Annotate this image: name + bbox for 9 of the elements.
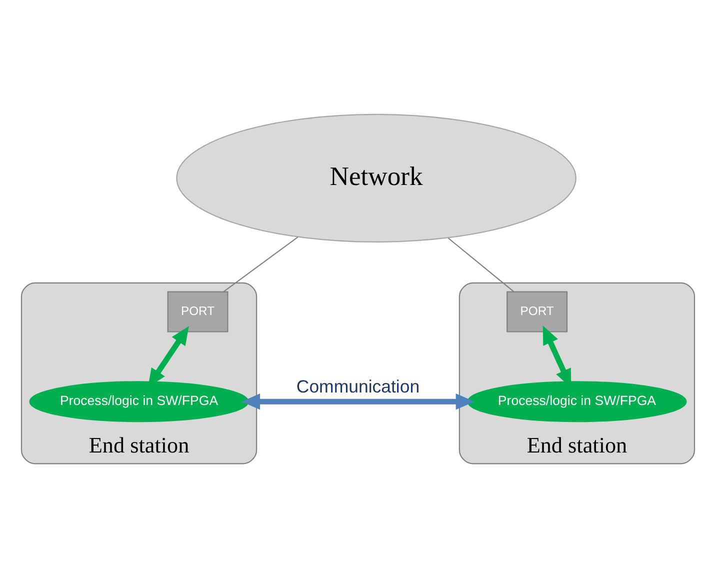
node-box: PORT xyxy=(167,291,228,332)
node-ellipse: Process/logic in SW/FPGA xyxy=(29,381,249,422)
connector xyxy=(448,238,514,292)
node-ellipse: Network xyxy=(176,114,576,242)
connector xyxy=(223,236,298,292)
node-ellipse: Process/logic in SW/FPGA xyxy=(467,381,687,422)
edge-label: Communication xyxy=(296,376,420,397)
arrow xyxy=(242,393,474,410)
node-box: PORT xyxy=(506,291,568,332)
